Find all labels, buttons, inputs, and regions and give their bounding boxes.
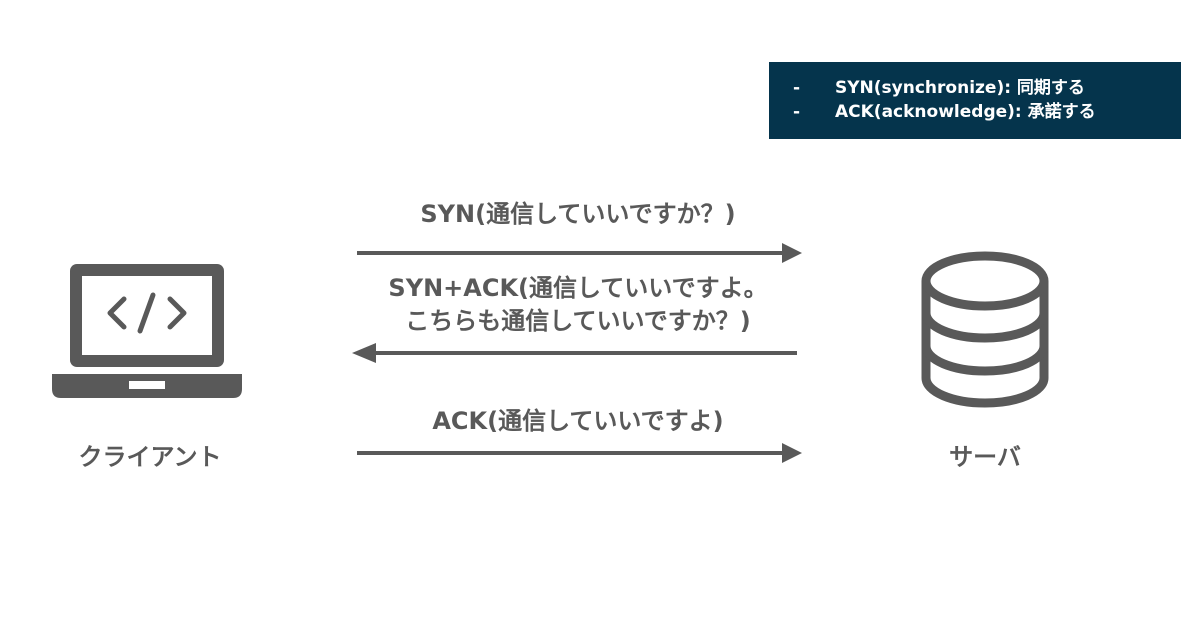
client-label: クライアント bbox=[78, 443, 222, 471]
code-symbol bbox=[107, 292, 187, 334]
arrowhead-ack bbox=[782, 443, 802, 463]
legend-bullet: - bbox=[793, 102, 801, 122]
laptop-code-icon bbox=[52, 264, 242, 398]
server-label: サーバ bbox=[949, 443, 1021, 471]
arrowhead-syn-ack bbox=[352, 343, 376, 363]
legend-box: - SYN(synchronize): 同期する - ACK(acknowled… bbox=[769, 62, 1181, 139]
message-syn-ack-line1: SYN+ACK(通信していいですよ。 bbox=[388, 274, 768, 302]
message-syn-ack: SYN+ACK(通信していいですよ。 こちらも通信していいですか？) bbox=[350, 272, 806, 338]
legend-item-ack: - ACK(acknowledge): 承諾する bbox=[793, 100, 1181, 124]
message-ack: ACK(通信していいですよ) bbox=[432, 407, 724, 435]
laptop-trackpad bbox=[129, 381, 165, 389]
arrows bbox=[357, 251, 797, 455]
legend-bullet: - bbox=[793, 78, 801, 98]
arrowheads bbox=[352, 243, 802, 463]
message-syn: SYN(通信していいですか？) bbox=[420, 200, 736, 228]
database-icon bbox=[921, 251, 1049, 408]
legend-text: SYN(synchronize): 同期する bbox=[835, 78, 1085, 98]
arrowhead-syn bbox=[782, 243, 802, 263]
legend-text: ACK(acknowledge): 承諾する bbox=[835, 102, 1096, 122]
legend-item-syn: - SYN(synchronize): 同期する bbox=[793, 76, 1181, 100]
message-syn-ack-line2: こちらも通信していいですか？) bbox=[405, 307, 751, 335]
